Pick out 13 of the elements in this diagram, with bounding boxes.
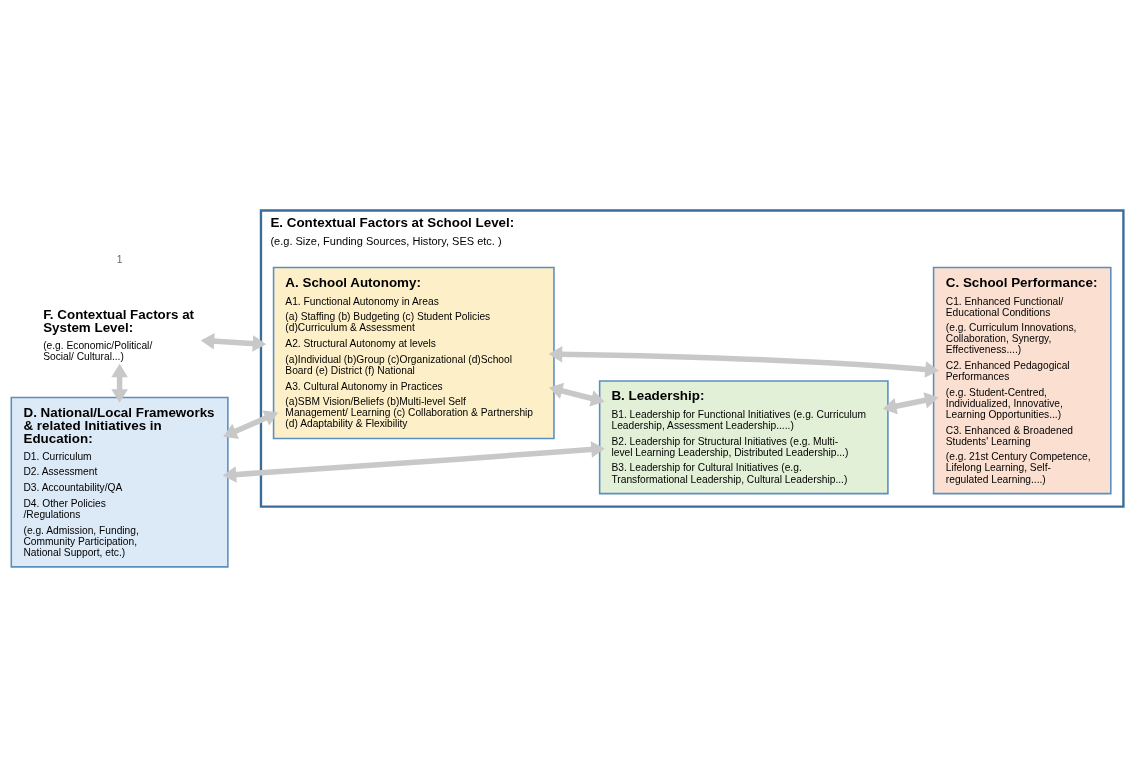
arrow bbox=[548, 345, 939, 378]
arrow bbox=[882, 392, 939, 415]
node-box: A. School Autonomy: A1. Functional Autonomy in Areas (a) Staffing (b) Budgeting (c) Student Policies (d)Curriculum & Assessment A2. Structural Autonomy at levels (a)Individual (b)Group (c)Organizational (d)School Board (e) District (f) National A3. Cultural Autonomy in Practices (a)SBM Vision/Beliefs (b)Multi-level Self Management/ Learning (c) Collaboration & Partnership (d) Adaptability & Flexibility bbox=[272, 266, 555, 440]
node-box: C. School Performance: C1. Enhanced Functional/ Educational Conditions (e.g. Curriculum Innovations, Collaboration, Synergy, Effectiveness....) C2. Enhanced Pedagogical Performances (e.g. Student-Centred, Individualized, Innovative, Learning Opportunities...) C3. Enhanced & Broadened Students' Learning (e.g. 21st Century Competence, Lifelong Learning, Self-regulated Learning....) bbox=[932, 266, 1112, 495]
label: 1 bbox=[116, 253, 123, 265]
arrow bbox=[200, 332, 267, 352]
node-text: F. Contextual Factors at System Level: (e.g. Economic/Political/ Social/ Cultural...) bbox=[43, 306, 195, 362]
arrow bbox=[222, 441, 605, 483]
node-box: B. Leadership: B1. Leadership for Functional Initiatives (e.g. Curriculum Leadership, Assessment Leadership.....) B2. Leadership for Structural Initiatives (e.g. Multi-level Learning Leadership, Distributed Leadership...) B3. Leadership for Cultural Initiatives (e.g. Transformational Leadership, Cultural Leadership...) bbox=[598, 380, 889, 495]
arrow bbox=[223, 410, 279, 439]
arrow bbox=[111, 363, 128, 403]
arrow bbox=[548, 382, 605, 407]
node-box: D. National/Local Frameworks & related Initiatives in Education: D1. Curriculum D2. Assessment D3. Accountability/QA D4. Other Policies /Regulations (e.g. Admission, Funding, Community Participation, National Support, etc.) bbox=[10, 396, 229, 568]
